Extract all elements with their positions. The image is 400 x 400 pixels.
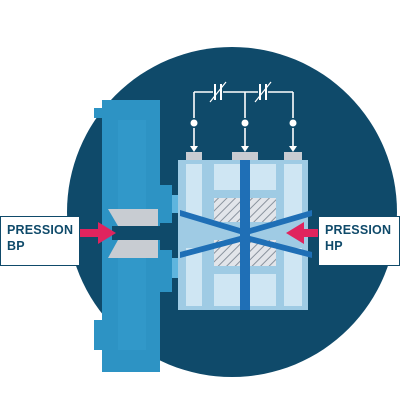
connector-bottom-tab [172, 258, 180, 278]
lower-plate-left [214, 274, 242, 306]
upper-plate-left [214, 164, 242, 190]
low-pressure-port-bottom [108, 240, 158, 258]
lower-right-pillar [284, 248, 302, 306]
electrode-terminal-icon [284, 152, 302, 160]
low-pressure-port-top [108, 209, 158, 226]
arrow-down-icon [241, 146, 249, 152]
low-pressure-label-line1: PRESSION [7, 223, 74, 237]
diaphragm [180, 210, 312, 234]
lower-plate-right [248, 274, 276, 306]
high-pressure-label: PRESSION HP [318, 216, 400, 266]
housing-connector-top [160, 185, 172, 223]
arrow-down-icon [289, 146, 297, 152]
capacitor-icon [209, 81, 227, 103]
arrow-left-icon [286, 222, 318, 244]
electrode-terminal-icon [186, 152, 202, 160]
upper-plate-right [248, 164, 276, 190]
upper-electrode-left [214, 198, 242, 222]
center-rod [240, 160, 250, 310]
low-pressure-label-line2: BP [7, 239, 25, 253]
high-pressure-label-line2: HP [325, 239, 343, 253]
upper-left-pillar [186, 164, 202, 218]
upper-electrode-right [248, 198, 276, 222]
high-pressure-label-line1: PRESSION [325, 223, 392, 237]
lower-left-pillar [186, 248, 202, 306]
housing-connector-bottom [160, 250, 172, 292]
arrow-right-icon [80, 222, 116, 244]
low-pressure-label: PRESSION BP [0, 216, 80, 266]
terminal-node [241, 119, 249, 127]
terminal-node [289, 119, 297, 127]
low-pressure-channel [112, 226, 160, 240]
arrow-down-icon [190, 146, 198, 152]
diaphragm-lower [180, 236, 312, 258]
electrode-terminal-icon [232, 152, 258, 160]
terminal-node [190, 119, 198, 127]
capacitor-icon [254, 81, 272, 103]
connector-top-tab [172, 195, 180, 213]
upper-right-pillar [284, 164, 302, 218]
